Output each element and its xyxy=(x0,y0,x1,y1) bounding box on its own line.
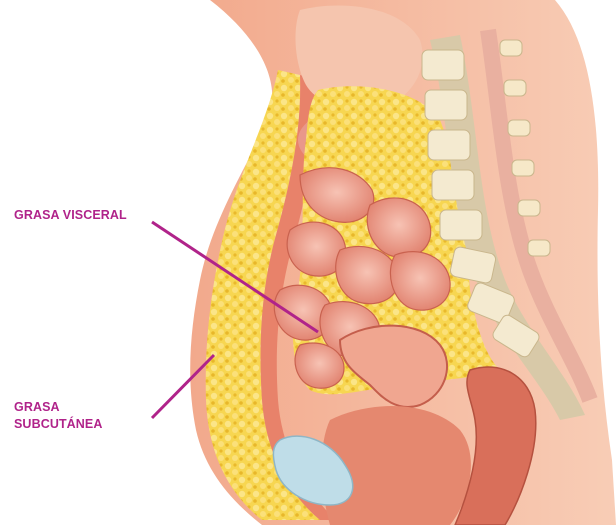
visceral-fat-label-text: GRASA VISCERAL xyxy=(14,208,127,222)
subcutaneous-fat-label: GRASA SUBCUTÁNEA xyxy=(14,399,103,433)
subcutaneous-label-line2: SUBCUTÁNEA xyxy=(14,416,103,433)
visceral-fat-label: GRASA VISCERAL xyxy=(14,207,127,224)
subcutaneous-label-line1: GRASA xyxy=(14,399,103,416)
